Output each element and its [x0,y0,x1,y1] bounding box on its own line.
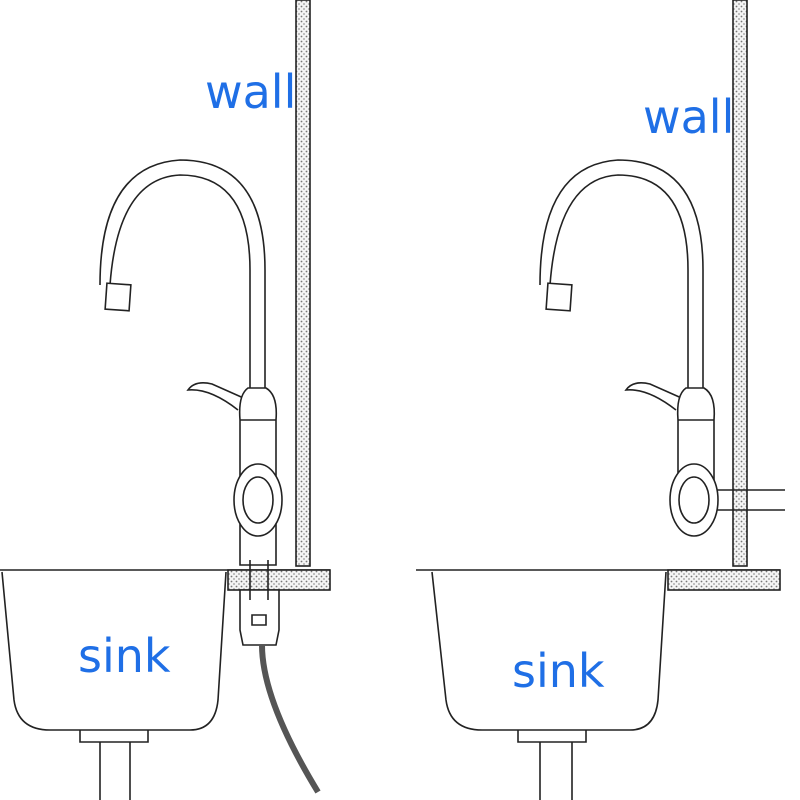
sink-label-right: sink [512,644,605,698]
sink-drain [517,730,587,800]
faucet-disc [669,463,719,537]
right-panel [416,0,785,800]
spout-tip [545,282,573,312]
wall [732,0,748,567]
faucet-lever [186,382,249,411]
faucet-disc [233,463,283,537]
sink-label-left: sink [78,629,171,683]
wall-label-right: wall [643,90,734,144]
faucet-spout [99,159,266,392]
sink-basin [431,571,667,731]
hose-connector [239,560,280,646]
left-panel [0,0,331,800]
wall-supply-pipe [712,489,785,511]
wall-label-left: wall [205,65,296,119]
wall [295,0,311,567]
faucet-spout [539,159,704,392]
supply-hose [259,644,321,794]
sink-basin [1,571,227,731]
countertop [227,569,331,591]
countertop [667,569,781,591]
faucet-lever [624,382,687,411]
sink-drain [79,730,149,800]
spout-tip [104,282,132,312]
